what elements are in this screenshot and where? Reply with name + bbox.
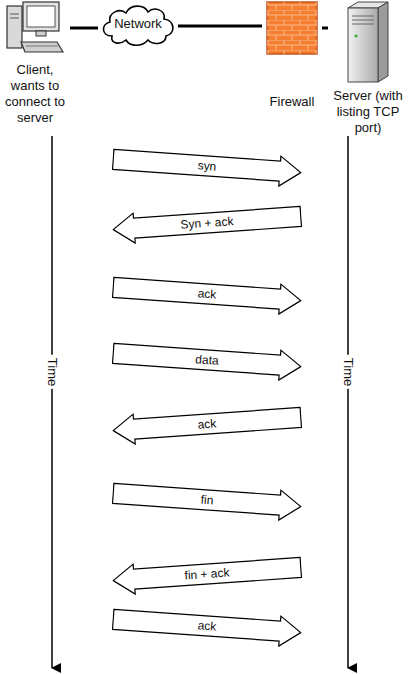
- icon-caption: Client, wants to connect to server: [0, 62, 70, 126]
- message-arrow: ack: [111, 401, 303, 446]
- network-link: [70, 28, 98, 29]
- firewall: Firewall: [262, 0, 322, 110]
- firewall-brick-wall: [264, 0, 320, 56]
- message-arrow: ack: [111, 271, 303, 316]
- server: Server (with listing TCP port): [328, 0, 408, 136]
- client-computer: Client, wants to connect to server: [0, 0, 70, 126]
- icon-caption: Server (with listing TCP port): [328, 88, 408, 136]
- network-link: [322, 28, 328, 29]
- network-cloud: Network: [98, 2, 178, 48]
- message-arrow: Syn + ack: [111, 200, 303, 245]
- network-label: Network: [98, 16, 178, 32]
- icon-caption: Firewall: [262, 94, 322, 110]
- computer-icon: [5, 0, 65, 56]
- message-arrow: data: [111, 337, 303, 382]
- message-arrow: syn: [111, 143, 303, 188]
- icon-holder: [262, 0, 322, 56]
- time-label: Time: [341, 355, 356, 389]
- network-link: [178, 26, 262, 27]
- icon-holder: [328, 0, 408, 84]
- icon-holder: [0, 0, 70, 56]
- server-timeline: [347, 136, 349, 668]
- server-icon: [342, 0, 394, 84]
- client-timeline: [51, 136, 53, 668]
- time-label: Time: [45, 355, 60, 389]
- message-arrow: fin: [111, 477, 303, 522]
- message-arrow: fin + ack: [111, 551, 303, 596]
- message-arrow: ack: [111, 603, 303, 648]
